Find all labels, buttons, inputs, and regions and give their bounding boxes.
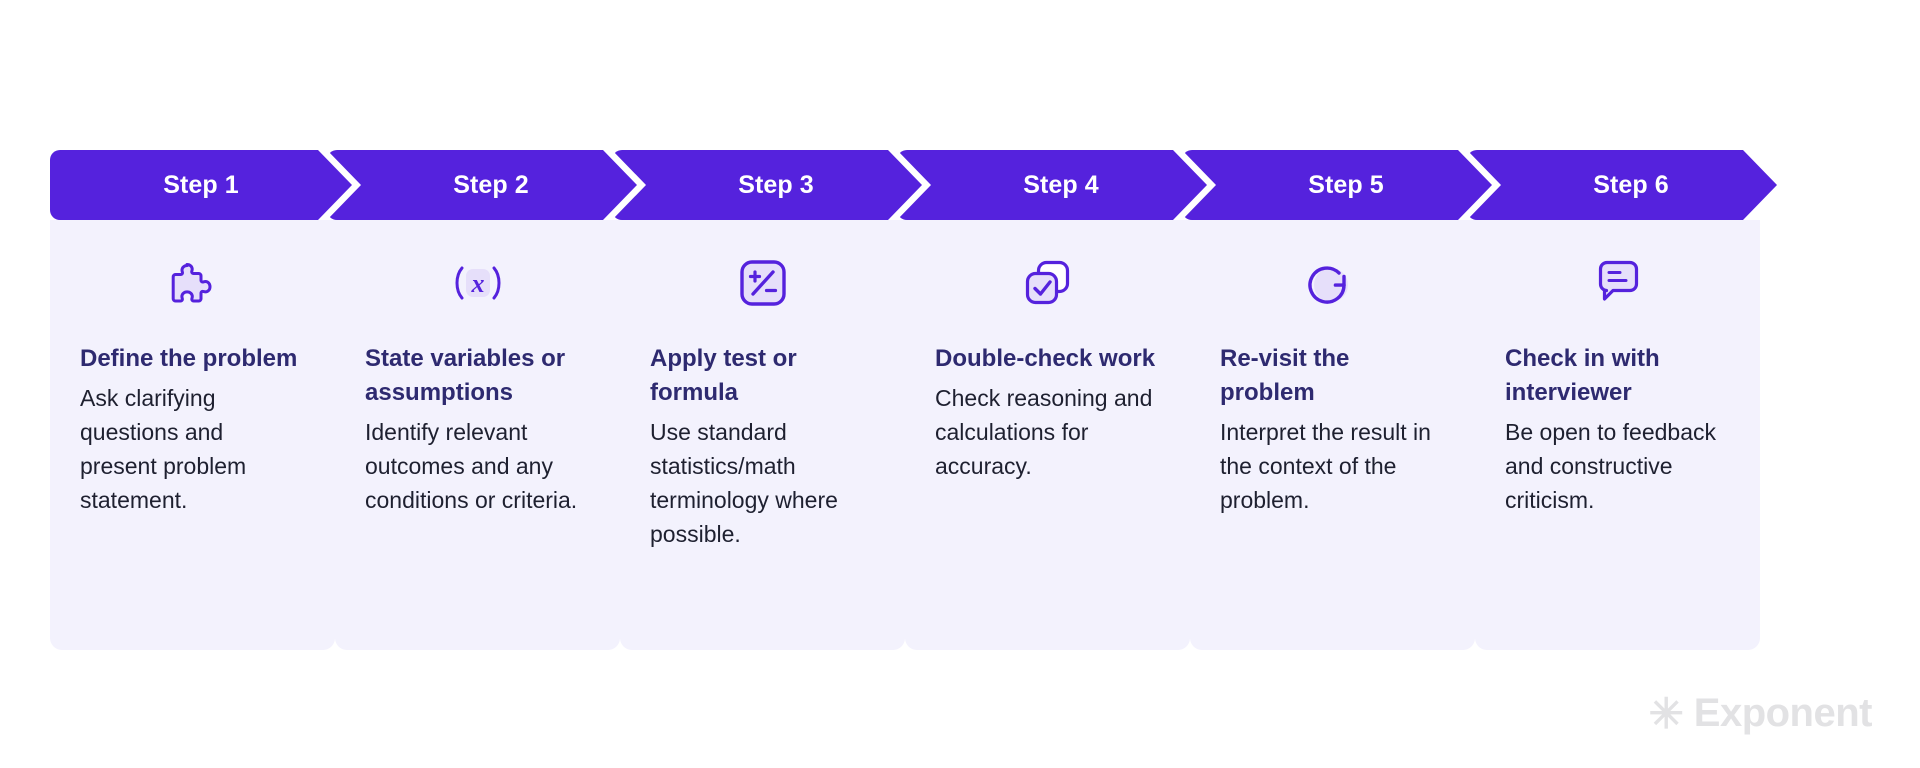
speech-bubble-icon [1505,254,1730,312]
step-5-header-label: Step 5 [1308,170,1384,199]
step-5-card: Re-visit the problem Interpret the resul… [1190,220,1475,650]
step-3-description: Use standard statistics/math terminology… [650,419,838,547]
plus-minus-icon [650,254,875,312]
step-flow-container: Step 1 Define the problem Ask clarifying… [50,150,1880,650]
step-6-title: Check in with interviewer [1505,345,1660,406]
step-5-title: Re-visit the problem [1220,345,1350,406]
step-5-header: Step 5 [1182,150,1492,220]
step-5: Step 5 Re-visit the problem Interpret th… [1190,150,1475,650]
puzzle-piece-icon [80,254,305,312]
step-2: Step 2 x State variables or assumptions … [335,150,620,650]
step-2-card: x State variables or assumptions Identif… [335,220,620,650]
variable-x-icon: x [365,254,590,312]
step-3-header: Step 3 [612,150,922,220]
step-1-header: Step 1 [50,150,352,220]
step-3-header-label: Step 3 [738,170,814,199]
step-2-title: State variables or assumptions [365,345,566,406]
step-4-header: Step 4 [897,150,1207,220]
exponent-logo: ✳ Exponent [1648,689,1873,737]
step-3-card: Apply test or formula Use standard stati… [620,220,905,650]
step-1-description: Ask clarifying questions and present pro… [80,385,247,513]
step-4-title: Double-check work [935,345,1156,372]
step-2-header-label: Step 2 [453,170,529,199]
step-6: Step 6 Check in with interviewer Be open… [1475,150,1760,650]
step-6-header-arrow [1467,150,1777,220]
brand-name: Exponent [1693,691,1873,735]
refresh-circular-arrow-icon [1220,254,1445,312]
step-4-header-arrow [897,150,1207,220]
step-1-title: Define the problem [80,345,298,372]
step-4: Step 4 Double-check work Check reasoning… [905,150,1190,650]
step-2-description: Identify relevant outcomes and any condi… [365,419,578,513]
step-2-header-arrow [327,150,637,220]
step-4-card: Double-check work Check reasoning and ca… [905,220,1190,650]
step-3-title: Apply test or formula [650,345,797,406]
step-1-header-label: Step 1 [163,170,239,199]
asterisk-icon: ✳ [1648,689,1684,737]
step-1: Step 1 Define the problem Ask clarifying… [50,150,335,650]
step-6-card: Check in with interviewer Be open to fee… [1475,220,1760,650]
step-5-description: Interpret the result in the context of t… [1220,419,1431,513]
step-1-card: Define the problem Ask clarifying questi… [50,220,335,650]
step-4-header-label: Step 4 [1023,170,1099,199]
step-3-header-arrow [612,150,922,220]
step-4-description: Check reasoning and calculations for acc… [935,385,1153,479]
copy-check-icon [935,254,1160,312]
step-2-header: Step 2 [327,150,637,220]
step-5-header-arrow [1182,150,1492,220]
step-3: Step 3 Apply test or formula Use standar… [620,150,905,650]
step-6-header-label: Step 6 [1593,170,1669,199]
step-6-description: Be open to feedback and constructive cri… [1505,419,1716,513]
step-1-header-arrow [50,150,352,220]
step-6-header: Step 6 [1467,150,1777,220]
svg-text:x: x [470,269,484,298]
